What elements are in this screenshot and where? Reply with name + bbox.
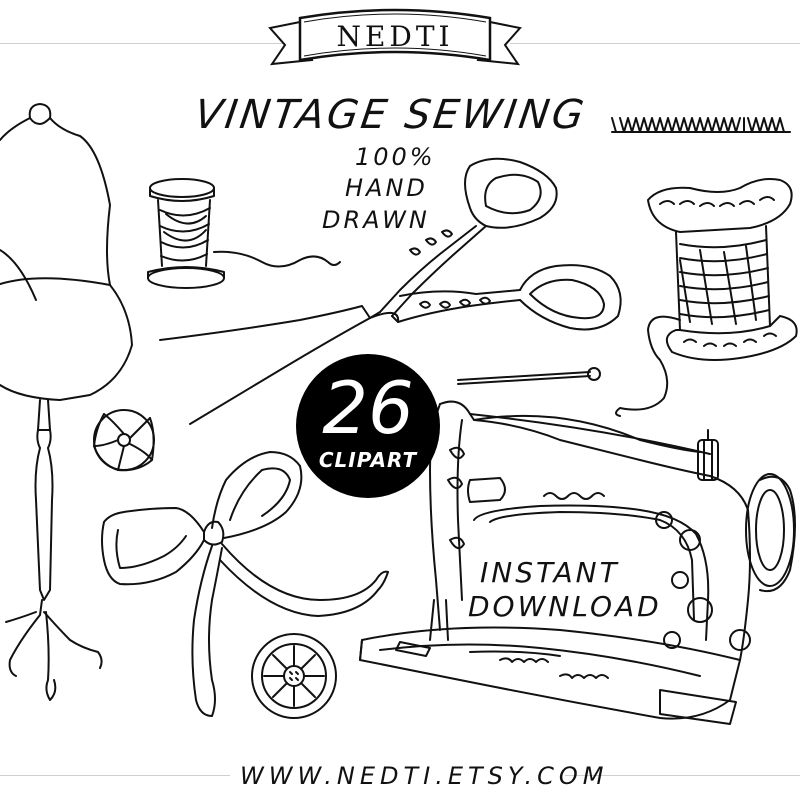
cta-line-2: DOWNLOAD	[468, 590, 662, 623]
ribbon-icon	[268, 8, 522, 66]
needle-icon	[457, 367, 601, 385]
brand-name: NEDTI	[336, 20, 454, 53]
headline-line-3: DRAWN	[322, 206, 430, 234]
clipart-label: CLIPART	[318, 448, 418, 472]
clipart-count: 26	[322, 366, 414, 450]
pincushion-icon	[93, 409, 155, 472]
clipart-count-badge: 26 CLIPART	[296, 354, 440, 498]
thread-spool-icon	[147, 178, 341, 289]
brand-banner: NEDTI	[0, 0, 800, 90]
scissors-icon	[159, 157, 622, 425]
ribbon-bow-icon	[101, 451, 389, 717]
dress-form-icon	[0, 103, 133, 701]
top-rule-right	[510, 43, 800, 44]
zigzag-stitch-icon	[611, 117, 791, 133]
bottom-rule-left	[0, 775, 230, 776]
top-rule-left	[0, 43, 300, 44]
footer-url[interactable]: WWW.NEDTI.ETSY.COM	[240, 762, 609, 790]
ornate-thread-spool-icon	[615, 178, 798, 417]
cta-line-1: INSTANT	[480, 556, 620, 589]
headline-line-2: HAND	[345, 174, 428, 202]
sewing-machine-icon	[359, 400, 796, 725]
headline-line-1: 100%	[355, 143, 436, 171]
bottom-rule-right	[565, 775, 800, 776]
button-icon	[251, 633, 337, 719]
